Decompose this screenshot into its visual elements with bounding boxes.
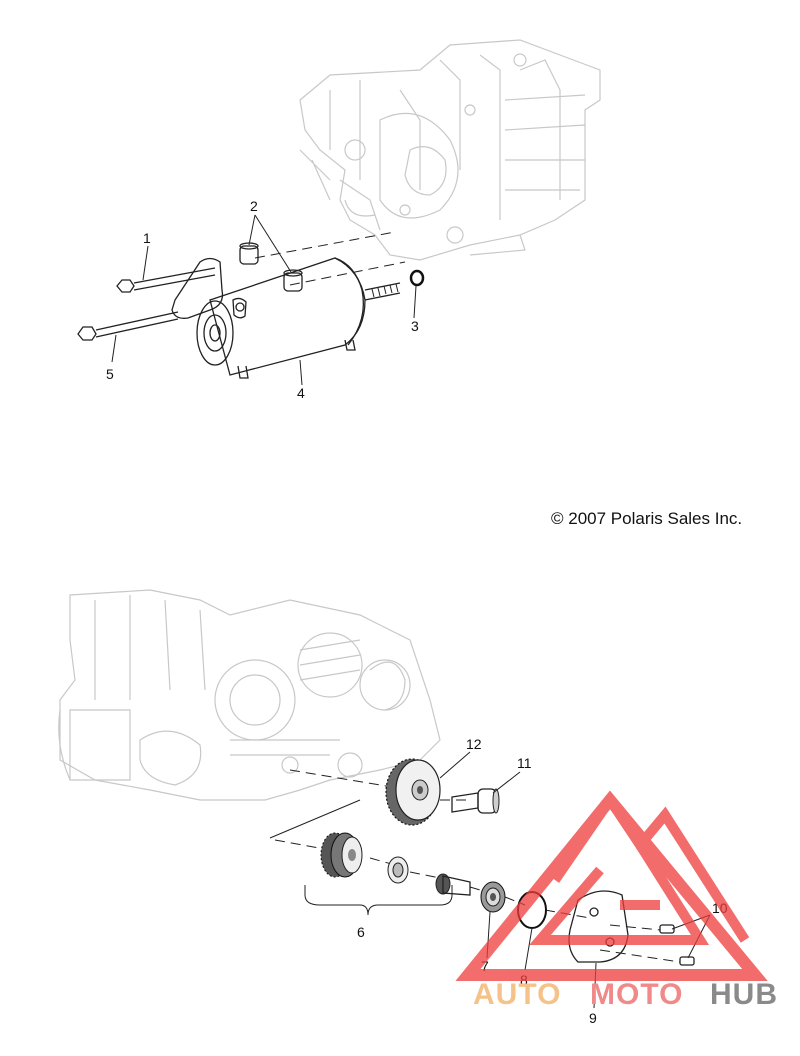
callout-6: 6: [357, 924, 365, 940]
bolt-1: [116, 267, 216, 293]
callout-7: 7: [481, 958, 489, 974]
callout-2: 2: [250, 198, 258, 214]
copyright-notice: © 2007 Polaris Sales Inc.: [551, 509, 742, 528]
watermark-text-hub: HUB: [710, 978, 778, 1011]
gear-assembly-6: [320, 832, 471, 896]
watermark-logo: [455, 790, 768, 981]
callout-4: 4: [297, 385, 305, 401]
bracket-6: [304, 885, 453, 916]
watermark-triangle-outer: [455, 790, 768, 981]
callout-3: 3: [411, 318, 419, 334]
watermark-text: AUTO MOTO HUB: [473, 978, 778, 1011]
watermark-text-moto: MOTO: [590, 978, 683, 1011]
gear-12: [385, 758, 441, 826]
bolt-5: [77, 311, 179, 341]
callout-12: 12: [466, 736, 482, 752]
watermark-g-shape: [529, 842, 710, 945]
screws-10: [659, 924, 695, 966]
dowel-sleeves-2: [239, 242, 303, 292]
o-ring-3: [409, 269, 425, 287]
engine-block-top-outline: [299, 39, 601, 261]
shaft-11: [451, 788, 500, 814]
bearing-7: [480, 881, 506, 913]
callout-1: 1: [143, 230, 151, 246]
alignment-lines-top: [254, 231, 406, 286]
starter-motor-4: [171, 257, 401, 379]
callout-5: 5: [106, 366, 114, 382]
callout-11: 11: [517, 755, 532, 771]
callout-9: 9: [589, 1010, 597, 1026]
engine-block-bottom-outline: [58, 589, 441, 801]
watermark-text-auto: AUTO: [473, 978, 561, 1011]
leader-lines-top: [111, 214, 417, 386]
